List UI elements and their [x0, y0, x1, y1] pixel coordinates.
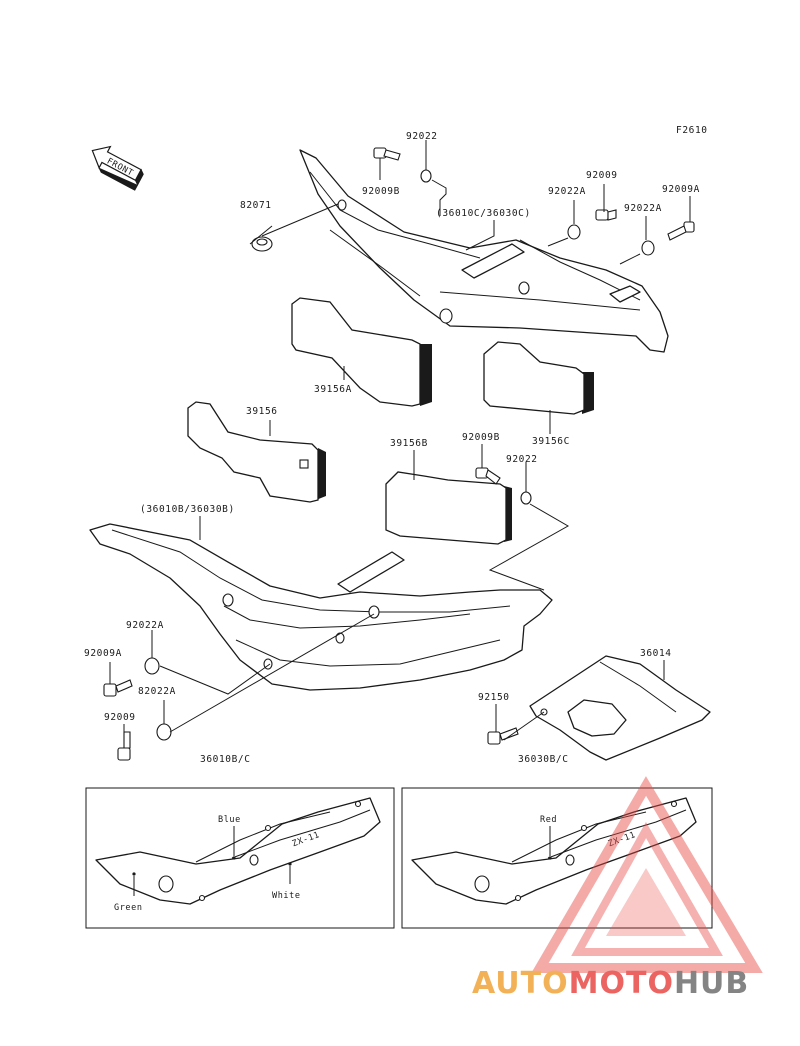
label-92022A: 92022A — [624, 203, 662, 214]
grommet-icon — [251, 236, 273, 252]
bolt-icon — [487, 727, 519, 745]
color-callout-blue: Blue — [218, 815, 241, 825]
diagram-code: F2610 — [676, 125, 708, 136]
bolt-icon — [103, 679, 133, 697]
label-36010B-36030B: (36010B/36030B) — [140, 504, 235, 515]
label-82071: 82071 — [240, 200, 272, 211]
label-39156B: 39156B — [390, 438, 428, 449]
label-92022: 92022 — [506, 454, 538, 465]
label-39156C: 39156C — [532, 436, 570, 447]
washer-icon — [641, 240, 655, 256]
label-36010C-36030C: (36010C/36030C) — [436, 208, 531, 219]
bolt-icon — [667, 221, 695, 241]
front-arrow-icon: FRONT — [91, 145, 144, 191]
label-39156A: 39156A — [314, 384, 352, 395]
watermark-part3: HUB — [674, 966, 749, 1001]
pad-39156C — [483, 341, 594, 415]
color-callout-red: Red — [540, 815, 557, 825]
washer-icon — [156, 723, 172, 741]
washer-icon — [420, 169, 432, 183]
watermark-logo: AUTOMOTOHUB — [472, 776, 763, 1001]
upper-side-cover — [299, 149, 669, 353]
bolt-icon — [595, 209, 617, 221]
watermark-part2: MOTO — [569, 966, 674, 1001]
washer-icon — [144, 657, 160, 675]
part-labels: 92022 92009B 82071 (36010C/36030C) 92009… — [84, 131, 700, 765]
label-92009A: 92009A — [662, 184, 700, 195]
label-92009B: 92009B — [362, 186, 400, 197]
label-36014: 36014 — [640, 648, 672, 659]
label-36010B-C: 36010B/C — [200, 754, 251, 765]
pad-39156B — [385, 471, 512, 545]
bracket-36014 — [529, 655, 711, 761]
label-92009A: 92009A — [84, 648, 122, 659]
color-callout-white: White — [272, 891, 301, 901]
label-36030B-C: 36030B/C — [518, 754, 569, 765]
label-92150: 92150 — [478, 692, 510, 703]
bolt-icon — [373, 147, 401, 161]
label-92009: 92009 — [104, 712, 136, 723]
pad-39156A — [291, 297, 432, 407]
label-92022: 92022 — [406, 131, 438, 142]
label-92009B: 92009B — [462, 432, 500, 443]
lower-side-cover — [89, 523, 553, 691]
label-82022A: 82022A — [138, 686, 176, 697]
watermark-text: AUTOMOTOHUB — [472, 966, 749, 1001]
detail-box-left: ZX-11 Blue White Green — [85, 787, 395, 929]
bolt-icon — [475, 467, 501, 485]
washer-icon — [520, 491, 532, 505]
label-92022A: 92022A — [126, 620, 164, 631]
watermark-part1: AUTO — [472, 966, 569, 1001]
detail-box-right: ZX-11 Red — [401, 787, 713, 929]
leader-lines — [109, 140, 691, 748]
label-92022A: 92022A — [548, 186, 586, 197]
label-92009: 92009 — [586, 170, 618, 181]
pad-39156 — [187, 401, 326, 503]
washer-icon — [567, 224, 581, 240]
label-39156: 39156 — [246, 406, 278, 417]
color-callout-green: Green — [114, 903, 143, 913]
